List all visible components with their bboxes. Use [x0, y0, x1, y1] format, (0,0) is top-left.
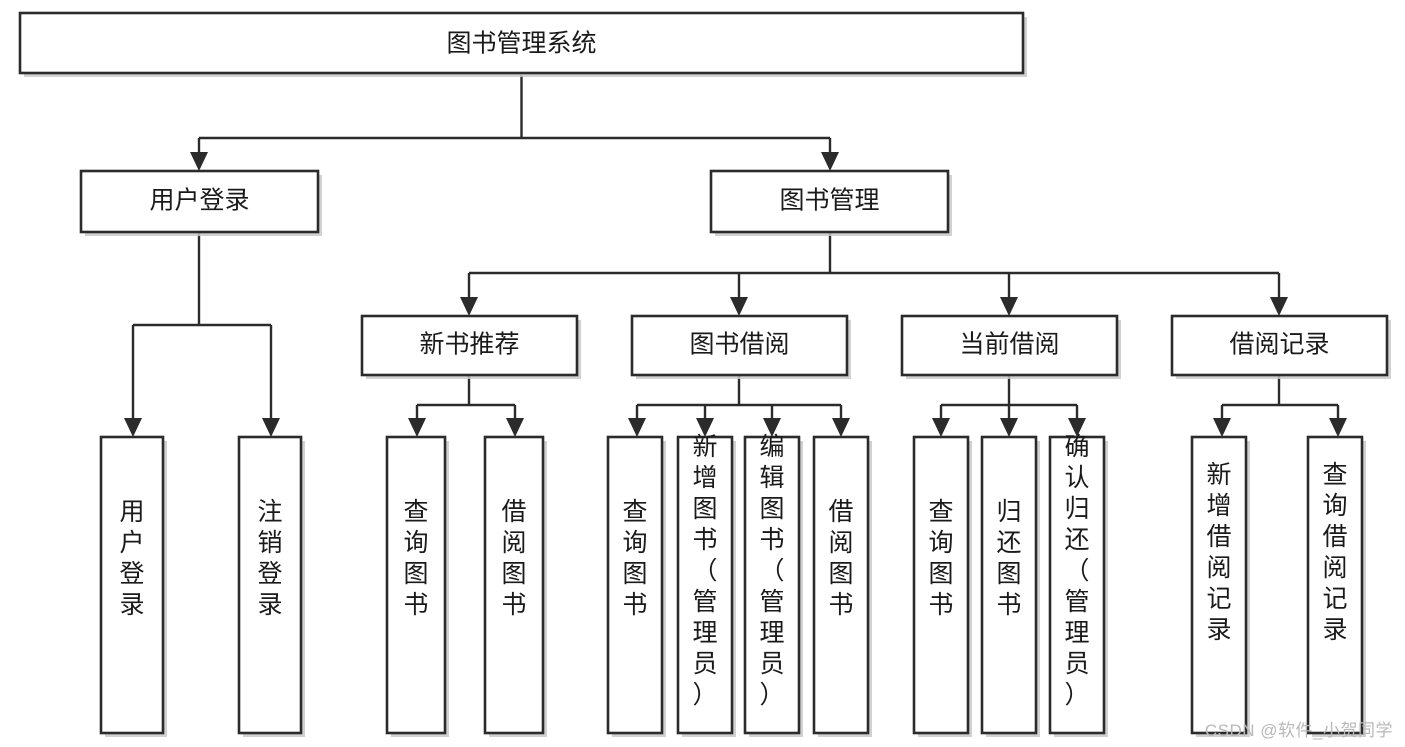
leaf-borrow-book-2-box — [812, 435, 870, 735]
user-login-box — [79, 169, 320, 234]
node-leaf-confirm-return[interactable]: 确认归还（管理员） — [1048, 433, 1108, 737]
leaf-logout-login-label: 注销登录 — [257, 498, 282, 619]
leaf-user-login-label: 用户登录 — [119, 498, 144, 619]
leaf-query-book-3-box — [912, 435, 970, 735]
leaf-logout-login-box — [237, 435, 303, 735]
arrow-head-leaf-query-book-1 — [408, 418, 426, 437]
node-leaf-borrow-book-1[interactable]: 借阅图书 — [483, 435, 547, 737]
arrow-head-book-borrow — [730, 297, 748, 316]
leaf-borrow-book-1-box — [483, 435, 545, 735]
leaf-user-login-box — [99, 435, 165, 735]
arrow-head-leaf-query-record — [1329, 418, 1347, 437]
leaf-return-book-box — [980, 435, 1038, 735]
node-leaf-query-book-1[interactable]: 查询图书 — [385, 435, 449, 737]
leaf-query-book-1-box — [385, 435, 447, 735]
current-borrow-box — [900, 314, 1119, 377]
arrow-head-current-borrow — [1000, 297, 1018, 316]
root-label: 图书管理系统 — [446, 30, 596, 58]
node-leaf-edit-book[interactable]: 编辑图书（管理员） — [743, 433, 803, 737]
leaf-edit-book-box — [743, 435, 801, 735]
arrow-head-book-manage — [821, 152, 839, 171]
node-leaf-query-book-2[interactable]: 查询图书 — [606, 435, 666, 737]
arrow-head-leaf-user-login — [124, 418, 142, 437]
arrow-head-leaf-add-book — [696, 418, 714, 437]
new-book-recommend-box — [360, 314, 579, 377]
leaf-confirm-return-label: 确认归还（管理员） — [1064, 433, 1089, 709]
arrow-head-leaf-query-book-3 — [932, 418, 950, 437]
leaf-add-book-box — [676, 435, 734, 735]
node-leaf-logout-login[interactable]: 注销登录 — [237, 435, 305, 737]
user-login-label: 用户登录 — [149, 187, 249, 215]
arrow-head-leaf-confirm-return — [1068, 418, 1086, 437]
node-current-borrow[interactable]: 当前借阅 — [900, 314, 1121, 379]
node-leaf-add-record[interactable]: 新增借阅记录 — [1190, 435, 1250, 737]
leaf-query-book-1-label: 查询图书 — [403, 498, 428, 619]
borrow-record-label: 借阅记录 — [1229, 331, 1329, 359]
root-box — [18, 11, 1025, 75]
node-new-book-recommend[interactable]: 新书推荐 — [360, 314, 581, 379]
leaf-edit-book-label: 编辑图书（管理员） — [759, 433, 784, 709]
node-user-login[interactable]: 用户登录 — [79, 169, 322, 236]
node-leaf-return-book[interactable]: 归还图书 — [980, 435, 1040, 737]
arrow-head-borrow-record — [1270, 297, 1288, 316]
leaf-return-book-label: 归还图书 — [996, 498, 1021, 619]
book-manage-label: 图书管理 — [779, 187, 879, 215]
arrow-head-user-login — [190, 152, 208, 171]
arrow-head-leaf-logout-login — [262, 418, 280, 437]
borrow-record-box — [1170, 314, 1389, 377]
leaf-borrow-book-1-label: 借阅图书 — [501, 498, 526, 619]
leaf-query-book-2-label: 查询图书 — [622, 498, 647, 619]
connector-layer — [124, 75, 1347, 437]
node-book-borrow[interactable]: 图书借阅 — [630, 314, 851, 379]
node-leaf-query-record[interactable]: 查询借阅记录 — [1306, 435, 1366, 737]
node-root[interactable]: 图书管理系统 — [18, 11, 1027, 77]
leaf-confirm-return-box — [1048, 435, 1106, 735]
leaf-query-record-label: 查询借阅记录 — [1322, 461, 1347, 644]
arrow-head-leaf-return-book — [1000, 418, 1018, 437]
leaf-add-record-label: 新增借阅记录 — [1206, 461, 1231, 644]
node-leaf-query-book-3[interactable]: 查询图书 — [912, 435, 972, 737]
arrow-head-leaf-borrow-book-2 — [832, 418, 850, 437]
leaf-borrow-book-2-label: 借阅图书 — [828, 498, 853, 619]
arrow-head-leaf-borrow-book-1 — [506, 418, 524, 437]
node-leaf-add-book[interactable]: 新增图书（管理员） — [676, 433, 736, 737]
current-borrow-label: 当前借阅 — [959, 331, 1059, 359]
book-borrow-box — [630, 314, 849, 377]
book-borrow-label: 图书借阅 — [689, 331, 789, 359]
leaf-add-book-label: 新增图书（管理员） — [692, 433, 717, 709]
leaf-query-book-3-label: 查询图书 — [928, 498, 953, 619]
arrow-head-leaf-query-book-2 — [628, 418, 646, 437]
leaf-query-book-2-box — [606, 435, 664, 735]
node-leaf-borrow-book-2[interactable]: 借阅图书 — [812, 435, 872, 737]
arrow-head-new-book-recommend — [460, 297, 478, 316]
book-manage-box — [709, 169, 950, 234]
node-leaf-user-login[interactable]: 用户登录 — [99, 435, 167, 737]
new-book-recommend-label: 新书推荐 — [419, 331, 519, 359]
node-borrow-record[interactable]: 借阅记录 — [1170, 314, 1391, 379]
arrow-head-leaf-edit-book — [763, 418, 781, 437]
leaf-query-record-box — [1306, 435, 1364, 735]
leaf-add-record-box — [1190, 435, 1248, 735]
arrow-head-leaf-add-record — [1213, 418, 1231, 437]
node-book-manage[interactable]: 图书管理 — [709, 169, 952, 236]
